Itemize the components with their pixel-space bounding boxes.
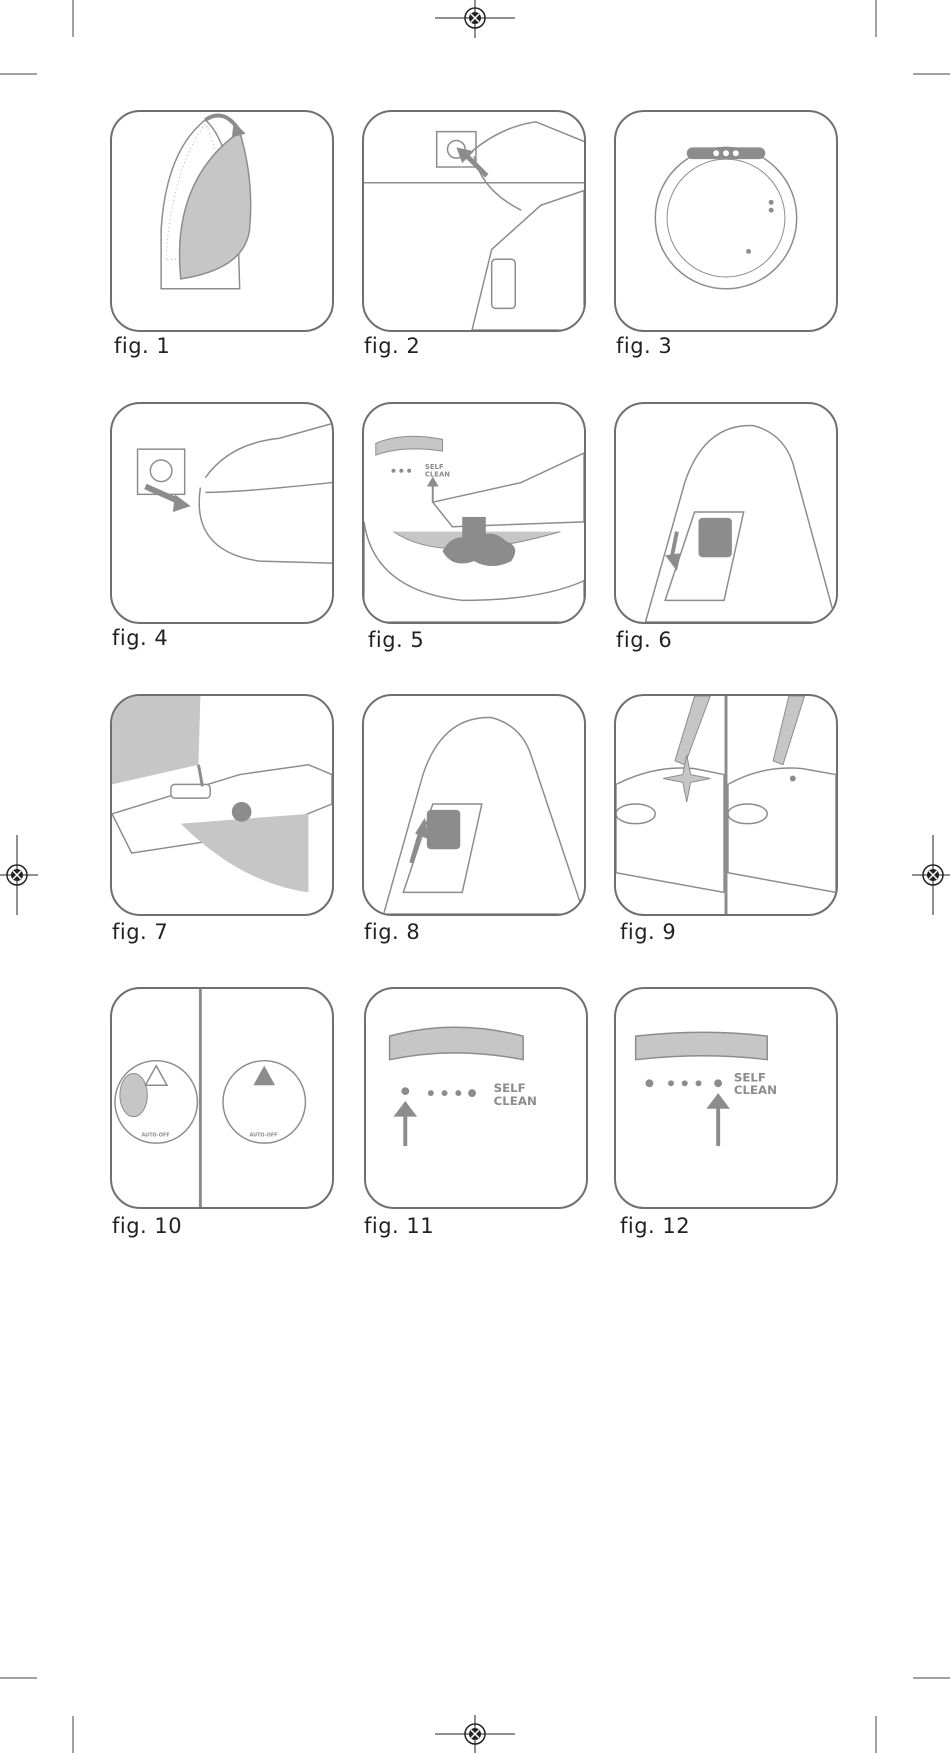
auto-off-button-icon: AUTO-OFF AUTO-OFF <box>112 989 332 1207</box>
registration-mark-left <box>0 835 40 915</box>
clean-label: CLEAN <box>494 1094 537 1108</box>
figure-6-frame <box>614 402 838 624</box>
iron-soleplate-rotate-icon <box>112 112 332 330</box>
figure-10-caption: fig. 10 <box>112 1214 182 1238</box>
figure-4-frame <box>110 402 334 624</box>
figure-12-caption: fig. 12 <box>620 1214 690 1238</box>
figure-12-frame: SELF CLEAN <box>614 987 838 1209</box>
figure-1-frame <box>110 110 334 332</box>
slide-up-icon <box>364 696 584 914</box>
figure-5-frame: SELF CLEAN <box>362 402 586 624</box>
auto-off-label-right: AUTO-OFF <box>249 1132 277 1138</box>
registration-mark-right <box>910 835 950 915</box>
figure-5-caption: fig. 5 <box>368 628 424 652</box>
figure-7-caption: fig. 7 <box>112 920 168 944</box>
figure-1-caption: fig. 1 <box>114 334 170 358</box>
unplug-cord-icon <box>112 404 332 622</box>
self-label: SELF <box>425 463 444 471</box>
steam-dial-icon <box>616 112 836 330</box>
figure-11-frame: SELF CLEAN <box>364 987 588 1209</box>
auto-off-label-left: AUTO-OFF <box>141 1132 169 1138</box>
clean-label: CLEAN <box>734 1083 777 1097</box>
registration-mark-bottom <box>435 1713 515 1753</box>
dial-min-icon: SELF CLEAN <box>366 989 586 1207</box>
figure-9-frame <box>614 694 838 916</box>
figure-11-caption: fig. 11 <box>364 1214 434 1238</box>
figure-10-frame: AUTO-OFF AUTO-OFF <box>110 987 334 1209</box>
figure-8-frame <box>362 694 586 916</box>
dial-max-icon: SELF CLEAN <box>616 989 836 1207</box>
figure-2-caption: fig. 2 <box>364 334 420 358</box>
fill-water-icon <box>112 696 332 914</box>
clean-label: CLEAN <box>425 471 450 479</box>
figure-9-caption: fig. 9 <box>620 920 676 944</box>
figure-2-frame <box>362 110 586 332</box>
plug-in-cord-icon <box>364 112 584 330</box>
slide-down-icon <box>616 404 836 622</box>
figure-7-frame <box>110 694 334 916</box>
figure-4-caption: fig. 4 <box>112 626 168 650</box>
figure-8-caption: fig. 8 <box>364 920 420 944</box>
figure-6-caption: fig. 6 <box>616 628 672 652</box>
self-clean-sink-icon: SELF CLEAN <box>364 404 584 622</box>
light-indicator-icon <box>616 696 836 914</box>
figure-3-caption: fig. 3 <box>616 334 672 358</box>
registration-mark-top <box>435 0 515 40</box>
figure-3-frame <box>614 110 838 332</box>
